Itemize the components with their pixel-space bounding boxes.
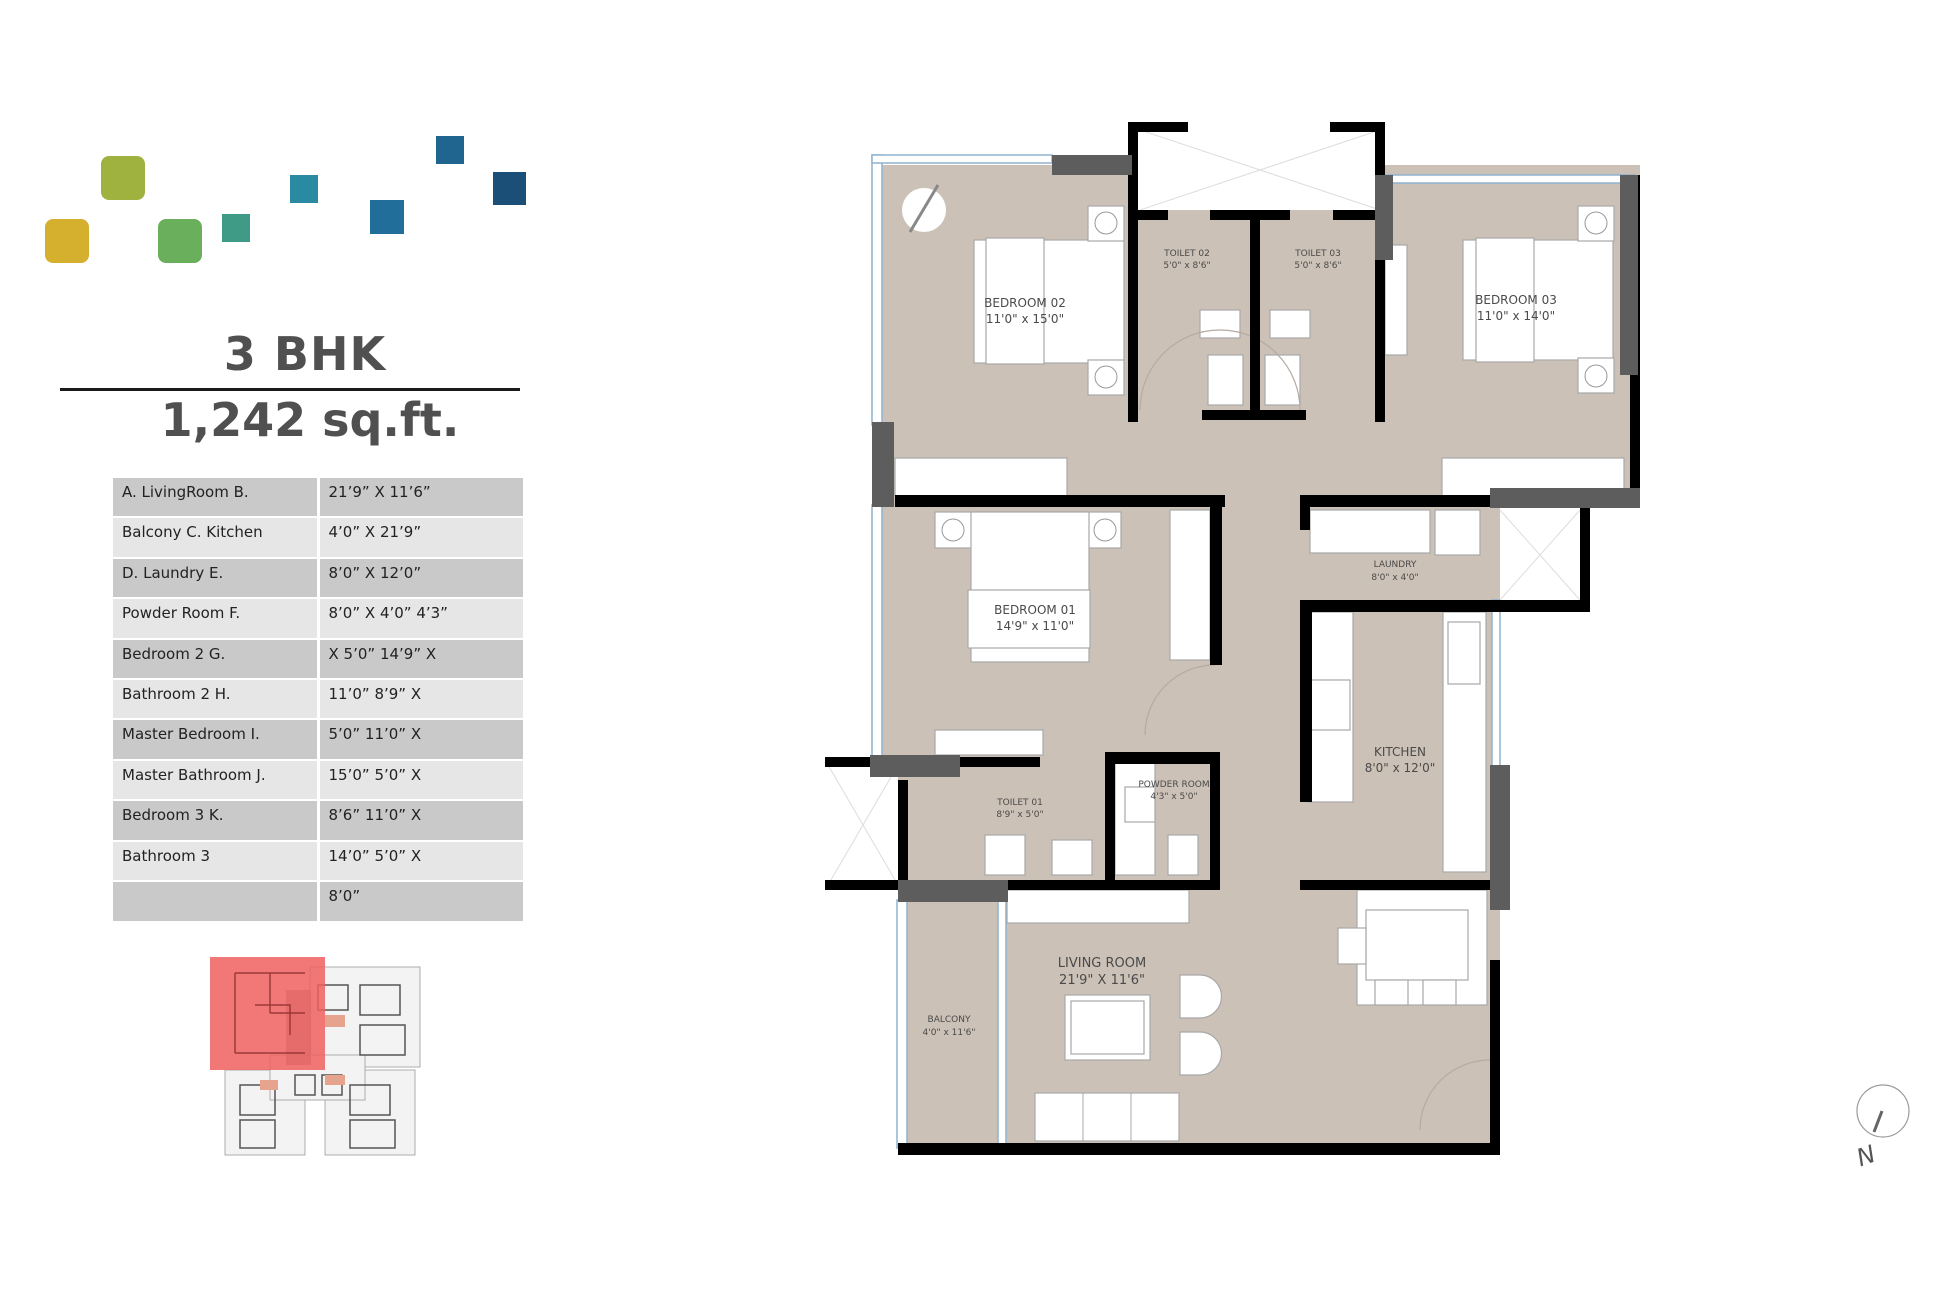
- label-bedroom-02-size: 11'0" x 15'0": [986, 312, 1064, 326]
- logo-square-icon: [436, 136, 464, 164]
- label-laundry-name: LAUNDRY: [1374, 560, 1417, 570]
- room-name-cell: Balcony C. Kitchen: [113, 516, 320, 558]
- logo-square-icon: [101, 156, 145, 200]
- carpet-area-title: 1,242 sq.ft.: [160, 393, 460, 447]
- duct-shaft: [827, 129, 1581, 886]
- columns: [870, 155, 1640, 910]
- label-laundry-size: 8'0" x 4'0": [1371, 573, 1418, 583]
- room-name-cell: Master Bathroom J.: [113, 758, 320, 801]
- label-toilet-03-size: 5'0" x 8'6": [1294, 261, 1341, 271]
- logo-square-icon: [158, 219, 202, 263]
- table-row: 8’0”: [113, 879, 523, 922]
- windows: [871, 154, 1636, 1149]
- label-toilet-01-name: TOILET 01: [996, 798, 1043, 808]
- label-living-room-name: LIVING ROOM: [1058, 956, 1146, 971]
- table-row: Master Bathroom J.15’0” 5’0” X: [113, 758, 523, 801]
- door-swings: [1139, 329, 1491, 1131]
- compass-north-label: N: [1853, 1140, 1879, 1172]
- label-toilet-02-name: TOILET 02: [1163, 249, 1210, 259]
- logo-square-icon: [370, 200, 404, 234]
- north-compass-icon: N: [1853, 1084, 1910, 1172]
- label-balcony-size: 4'0" x 11'6": [923, 1028, 976, 1038]
- label-powder-room-name: POWDER ROOM: [1138, 780, 1209, 790]
- label-bedroom-03-name: BEDROOM 03: [1475, 293, 1557, 307]
- table-row: Bedroom 3 K.8’6” 11’0” X: [113, 799, 523, 841]
- label-kitchen-size: 8'0" x 12'0": [1365, 761, 1436, 775]
- table-row: D. Laundry E.8’0” X 12’0”: [113, 556, 523, 599]
- table-row: Bedroom 2 G.X 5’0” 14’9” X: [113, 637, 523, 679]
- room-size-cell: X 5’0” 14’9” X: [318, 637, 523, 679]
- room-size-cell: 5’0” 11’0” X: [318, 718, 523, 760]
- key-plan: [210, 957, 421, 1156]
- room-name-cell: A. LivingRoom B.: [113, 475, 320, 518]
- room-name-cell: Bedroom 2 G.: [113, 637, 320, 679]
- room-size-cell: 14’0” 5’0” X: [318, 839, 523, 881]
- table-row: Bathroom 2 H.11’0” 8’9” X: [113, 677, 523, 720]
- room-size-cell: 8’6” 11’0” X: [318, 799, 523, 841]
- room-name-cell: Master Bedroom I.: [113, 718, 320, 760]
- room-size-cell: 8’0” X 4’0” 4’3”: [318, 597, 523, 639]
- label-bedroom-03-size: 11'0" x 14'0": [1477, 309, 1555, 323]
- room-name-cell: Powder Room F.: [113, 597, 320, 639]
- room-size-cell: 8’0”: [318, 879, 523, 922]
- room-size-cell: 4’0” X 21’9”: [318, 516, 523, 558]
- room-name-cell: D. Laundry E.: [113, 556, 320, 599]
- room-name-cell: [113, 879, 320, 922]
- logo-square-icon: [222, 214, 250, 242]
- label-bedroom-01-name: BEDROOM 01: [994, 603, 1076, 617]
- room-size-cell: 15’0” 5’0” X: [318, 758, 523, 801]
- room-size-cell: 8’0” X 12’0”: [318, 556, 523, 599]
- room-labels: BEDROOM 02 11'0" x 15'0" TOILET 02 5'0" …: [923, 249, 1557, 1038]
- room-dimensions-table: A. LivingRoom B.21’9” X 11’6”Balcony C. …: [113, 475, 523, 922]
- label-balcony-name: BALCONY: [928, 1015, 971, 1025]
- label-living-room-size: 21'9" X 11'6": [1059, 973, 1145, 988]
- unit-highlight: [210, 957, 325, 1070]
- label-bedroom-02-name: BEDROOM 02: [984, 296, 1066, 310]
- label-toilet-02-size: 5'0" x 8'6": [1163, 261, 1210, 271]
- logo-square-icon: [45, 219, 89, 263]
- label-bedroom-01-size: 14'9" x 11'0": [996, 619, 1074, 633]
- room-name-cell: Bedroom 3 K.: [113, 799, 320, 841]
- logo-square-icon: [493, 172, 526, 205]
- logo-square-icon: [290, 175, 318, 203]
- title-divider: [60, 388, 520, 391]
- room-size-cell: 21’9” X 11’6”: [318, 475, 523, 518]
- room-name-cell: Bathroom 3: [113, 839, 320, 881]
- label-toilet-01-size: 8'9" x 5'0": [996, 810, 1043, 820]
- table-row: Master Bedroom I.5’0” 11’0” X: [113, 718, 523, 760]
- table-row: Powder Room F.8’0” X 4’0” 4’3”: [113, 597, 523, 639]
- label-kitchen-name: KITCHEN: [1374, 745, 1426, 759]
- table-row: A. LivingRoom B.21’9” X 11’6”: [113, 475, 523, 518]
- label-toilet-03-name: TOILET 03: [1294, 249, 1341, 259]
- label-powder-room-size: 4'3" x 5'0": [1150, 792, 1197, 802]
- room-name-cell: Bathroom 2 H.: [113, 677, 320, 720]
- unit-type-title: 3 BHK: [223, 327, 387, 381]
- room-size-cell: 11’0” 8’9” X: [318, 677, 523, 720]
